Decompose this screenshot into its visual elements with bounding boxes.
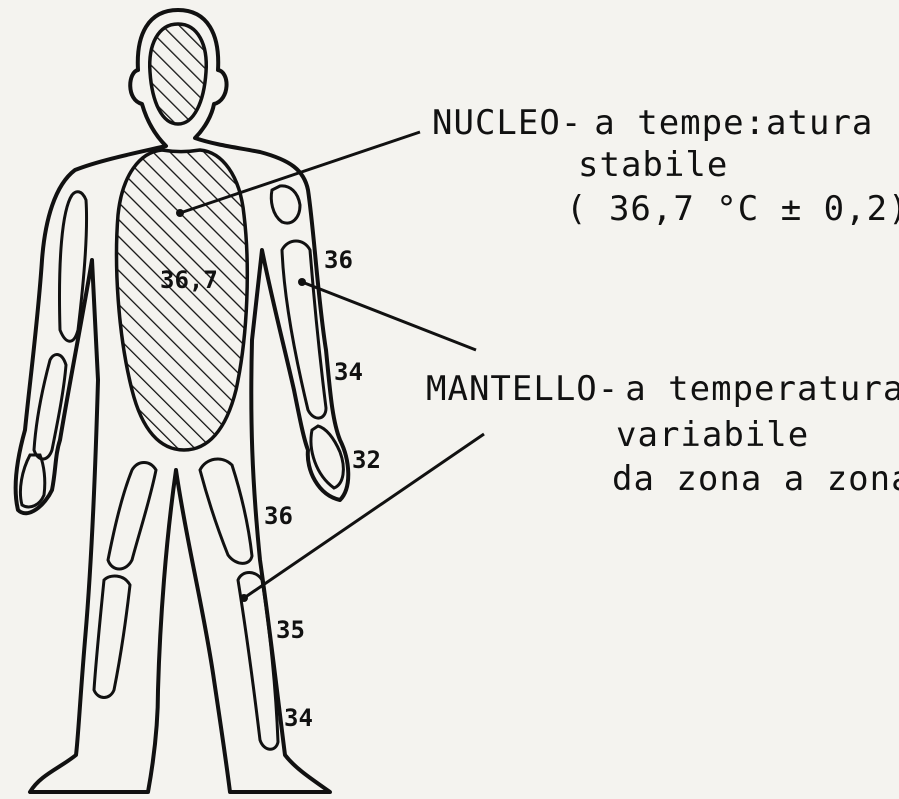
mantello-pointer-line-arm: [302, 282, 476, 350]
right-thigh-zone: [200, 459, 252, 563]
nucleo-line2: stabile: [578, 145, 728, 185]
left-shin-zone: [94, 576, 130, 698]
nucleo-tail: a tempe:atura: [594, 103, 873, 143]
temp-ankle: 34: [284, 704, 313, 732]
right-forearm-zone: [282, 241, 326, 418]
left-forearm-zone: [34, 355, 66, 459]
left-thigh-zone: [108, 463, 156, 570]
nucleo-title: NUCLEO-a tempe:atura: [432, 103, 873, 143]
mantello-title: MANTELLO-a temperatura: [426, 369, 899, 409]
right-upper-arm-zone: [271, 186, 300, 223]
mantello-head: MANTELLO-: [426, 369, 619, 409]
mantello-pointer-dot-arm: [298, 278, 306, 286]
mantello-line2: variabile: [616, 415, 809, 455]
mantello-tail: a temperatura: [625, 369, 899, 409]
head-core: [150, 24, 207, 124]
nucleo-head: NUCLEO-: [432, 103, 582, 143]
nucleo-line3: ( 36,7 °C ± 0,2): [566, 189, 899, 229]
temp-hand: 32: [352, 446, 381, 474]
mantello-pointer-dot-leg: [240, 594, 248, 602]
torso-core: [117, 150, 248, 450]
temp-thigh: 36: [264, 502, 293, 530]
temp-upper-arm: 36: [324, 246, 353, 274]
mantello-line3: da zona a zona: [612, 459, 899, 499]
left-hand-zone: [20, 455, 44, 507]
temp-forearm: 34: [334, 358, 363, 386]
temp-shin: 35: [276, 616, 305, 644]
temp-core: 36,7: [160, 266, 218, 294]
nucleo-pointer-dot: [176, 209, 184, 217]
